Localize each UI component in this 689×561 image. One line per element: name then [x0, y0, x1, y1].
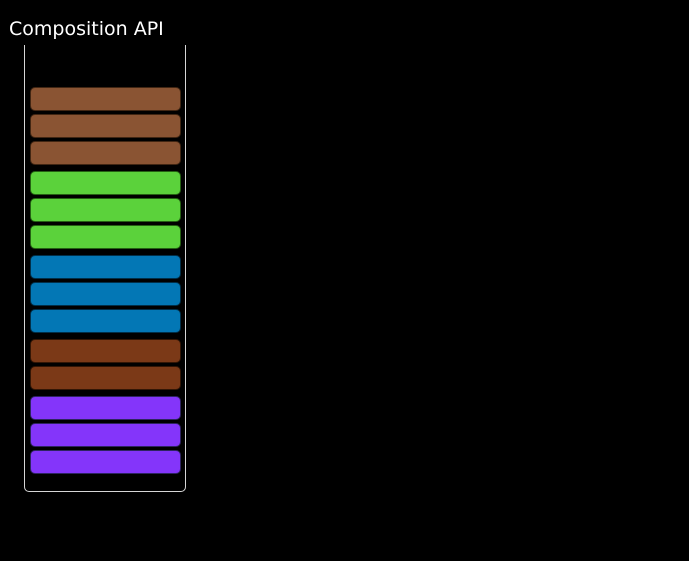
timeline-bar [29, 282, 181, 306]
timeline-bar [29, 339, 181, 363]
bar-groups [25, 87, 185, 474]
bar-group-1-brown [25, 87, 185, 165]
timeline-bar [29, 423, 181, 447]
timeline-bar [29, 366, 181, 390]
composition-api-column [24, 45, 186, 492]
column-title: Composition API [9, 18, 164, 40]
bar-group-2-green [25, 171, 185, 249]
timeline-bar [29, 171, 181, 195]
timeline-bar [29, 309, 181, 333]
bar-group-4-rust [25, 339, 185, 390]
timeline-bar [29, 225, 181, 249]
timeline-bar [29, 87, 181, 111]
timeline-bar [29, 450, 181, 474]
timeline-bar [29, 198, 181, 222]
timeline-bar [29, 396, 181, 420]
timeline-bar [29, 255, 181, 279]
bar-group-3-blue [25, 255, 185, 333]
timeline-bar [29, 114, 181, 138]
bar-group-5-purple [25, 396, 185, 474]
timeline-bar [29, 141, 181, 165]
